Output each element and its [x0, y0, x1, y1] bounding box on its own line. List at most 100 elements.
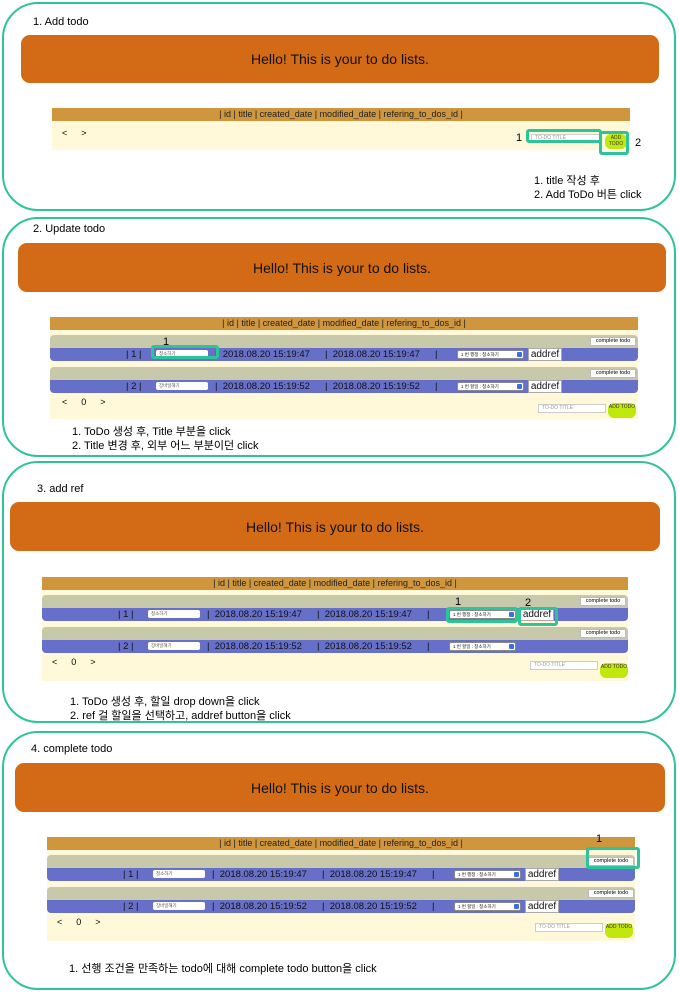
- row-title-input[interactable]: 청소하기: [153, 870, 205, 878]
- step1-title: 1. Add todo: [33, 16, 89, 28]
- chevron-down-icon: [514, 904, 519, 909]
- step1-note-1: 1. title 작성 후: [534, 175, 600, 187]
- ref-select[interactable]: 1 번 할일 : 청소하기: [454, 902, 521, 911]
- table-header: | id | title | created_date | modified_d…: [42, 577, 628, 590]
- row-sep: |: [432, 901, 435, 912]
- addref-button[interactable]: addref: [528, 348, 562, 361]
- next-button[interactable]: >: [95, 917, 101, 927]
- todo-title-input[interactable]: TO-DO TITLE: [535, 923, 603, 932]
- row-modified: | 2018.08.20 15:19:52: [325, 381, 420, 392]
- row-id: | 1 |: [118, 609, 134, 620]
- addref-button[interactable]: addref: [525, 900, 559, 913]
- ref-select[interactable]: 1 번 할일 : 청소하기: [457, 382, 524, 391]
- row-id: | 1 |: [123, 869, 139, 880]
- next-button[interactable]: >: [100, 397, 106, 407]
- complete-todo-button[interactable]: complete todo: [580, 629, 626, 638]
- step3-title: 3. add ref: [37, 483, 84, 495]
- complete-todo-button[interactable]: complete todo: [590, 337, 636, 346]
- marker-1: 1: [516, 132, 523, 144]
- marker-1: 1: [455, 596, 462, 608]
- ref-select[interactable]: 1 번 행정 : 청소하기: [454, 870, 521, 879]
- pagination: < 0 >: [57, 917, 101, 927]
- row-created: | 2018.08.20 15:19:52: [215, 381, 310, 392]
- step4-title: 4. complete todo: [31, 743, 113, 755]
- complete-todo-button[interactable]: complete todo: [588, 889, 634, 898]
- prev-button[interactable]: <: [62, 397, 68, 407]
- page-number: 0: [71, 657, 77, 667]
- todo-row-1-top: [47, 855, 635, 868]
- marker-1: 1: [596, 833, 603, 845]
- complete-todo-button[interactable]: complete todo: [590, 369, 636, 378]
- highlight-title: [151, 345, 219, 359]
- row-title-input[interactable]: 장바일해기: [153, 902, 205, 910]
- todo-row-2: | 2 | 장바일해기 | 2018.08.20 15:19:52 | 2018…: [50, 380, 638, 393]
- todo-row-2: | 2 | 장바일해기 | 2018.08.20 15:19:52 | 2018…: [47, 900, 635, 913]
- next-button[interactable]: >: [90, 657, 96, 667]
- todo-row-2: | 2 | 장바일해기 | 2018.08.20 15:19:52 | 2018…: [42, 640, 628, 653]
- row-sep: |: [427, 609, 430, 620]
- row-created: | 2018.08.20 15:19:52: [207, 641, 302, 652]
- row-id: | 2 |: [123, 901, 139, 912]
- add-todo-button[interactable]: ADD TODO: [600, 663, 628, 678]
- todo-row-2-top: [47, 887, 635, 900]
- step2-note-1: 1. ToDo 생성 후, Title 부분을 click: [72, 426, 231, 438]
- todo-row-2-top: [50, 367, 638, 380]
- todo-title-input[interactable]: TO-DO TITLE: [538, 404, 606, 413]
- pagination: < 0 >: [62, 397, 106, 407]
- row-modified: | 2018.08.20 15:19:52: [317, 641, 412, 652]
- ref-select[interactable]: 1 번 행정 : 청소하기: [457, 350, 524, 359]
- highlight-title-input: [526, 129, 602, 143]
- todo-row-1-top: [42, 595, 628, 608]
- add-todo-button[interactable]: ADD TODO: [605, 923, 633, 938]
- step3-note-1: 1. ToDo 생성 후, 할일 drop down을 click: [70, 696, 260, 708]
- row-modified: | 2018.08.20 15:19:47: [325, 349, 420, 360]
- row-modified: | 2018.08.20 15:19:47: [317, 609, 412, 620]
- todo-title-input[interactable]: TO-DO TITLE: [530, 661, 598, 670]
- marker-1: 1: [163, 336, 170, 348]
- todo-row-1-top: [50, 335, 638, 348]
- complete-todo-button[interactable]: complete todo: [580, 597, 626, 606]
- todo-row-1: | 1 | 청소하기 | 2018.08.20 15:19:47 | 2018.…: [42, 608, 628, 621]
- row-created: | 2018.08.20 15:19:47: [212, 869, 307, 880]
- banner: Hello! This is your to do lists.: [15, 763, 665, 812]
- prev-button[interactable]: <: [62, 128, 68, 138]
- page-number: 0: [81, 397, 87, 407]
- row-title-input[interactable]: 청소하기: [148, 610, 200, 618]
- row-id: | 1 |: [126, 349, 142, 360]
- row-created: | 2018.08.20 15:19:47: [207, 609, 302, 620]
- step4-notes: 1. 선행 조건을 만족하는 todo에 대해 complete todo bu…: [69, 962, 377, 976]
- row-sep: |: [432, 869, 435, 880]
- banner: Hello! This is your to do lists.: [10, 502, 660, 551]
- row-id: | 2 |: [118, 641, 134, 652]
- add-todo-button[interactable]: ADD TODO: [608, 403, 636, 418]
- addref-button[interactable]: addref: [525, 868, 559, 881]
- step2-note-2: 2. Title 변경 후, 외부 어느 부분이던 click: [72, 440, 259, 452]
- page-number: 0: [76, 917, 82, 927]
- step2-title: 2. Update todo: [33, 223, 106, 235]
- todo-app: | id | title | created_date | modified_d…: [42, 577, 628, 681]
- pagination: < 0 >: [52, 657, 96, 667]
- highlight-select: [446, 607, 518, 623]
- addref-button[interactable]: addref: [528, 380, 562, 393]
- todo-row-2-top: [42, 627, 628, 640]
- row-title-input[interactable]: 청소하기: [156, 350, 208, 358]
- row-created: | 2018.08.20 15:19:52: [212, 901, 307, 912]
- table-header: | id | title | created_date | modified_d…: [50, 317, 638, 330]
- add-todo-button[interactable]: ADD TODO: [605, 134, 627, 149]
- marker-2: 2: [635, 137, 642, 149]
- step2-panel: 2. Update todo Hello! This is your to do…: [2, 217, 676, 457]
- row-sep: |: [435, 381, 438, 392]
- chevron-down-icon: [517, 352, 522, 357]
- row-title-input[interactable]: 장바일해기: [156, 382, 208, 390]
- next-button[interactable]: >: [81, 128, 87, 138]
- step1-note-2: 2. Add ToDo 버튼 click: [534, 189, 642, 201]
- row-sep: |: [427, 641, 430, 652]
- row-id: | 2 |: [126, 381, 142, 392]
- prev-button[interactable]: <: [52, 657, 58, 667]
- row-title-input[interactable]: 장바일해기: [148, 642, 200, 650]
- chevron-down-icon: [509, 644, 514, 649]
- step4-panel: 4. complete todo Hello! This is your to …: [2, 731, 676, 990]
- banner: Hello! This is your to do lists.: [21, 35, 659, 83]
- ref-select[interactable]: 1 번 할일 : 청소하기: [449, 642, 516, 651]
- prev-button[interactable]: <: [57, 917, 63, 927]
